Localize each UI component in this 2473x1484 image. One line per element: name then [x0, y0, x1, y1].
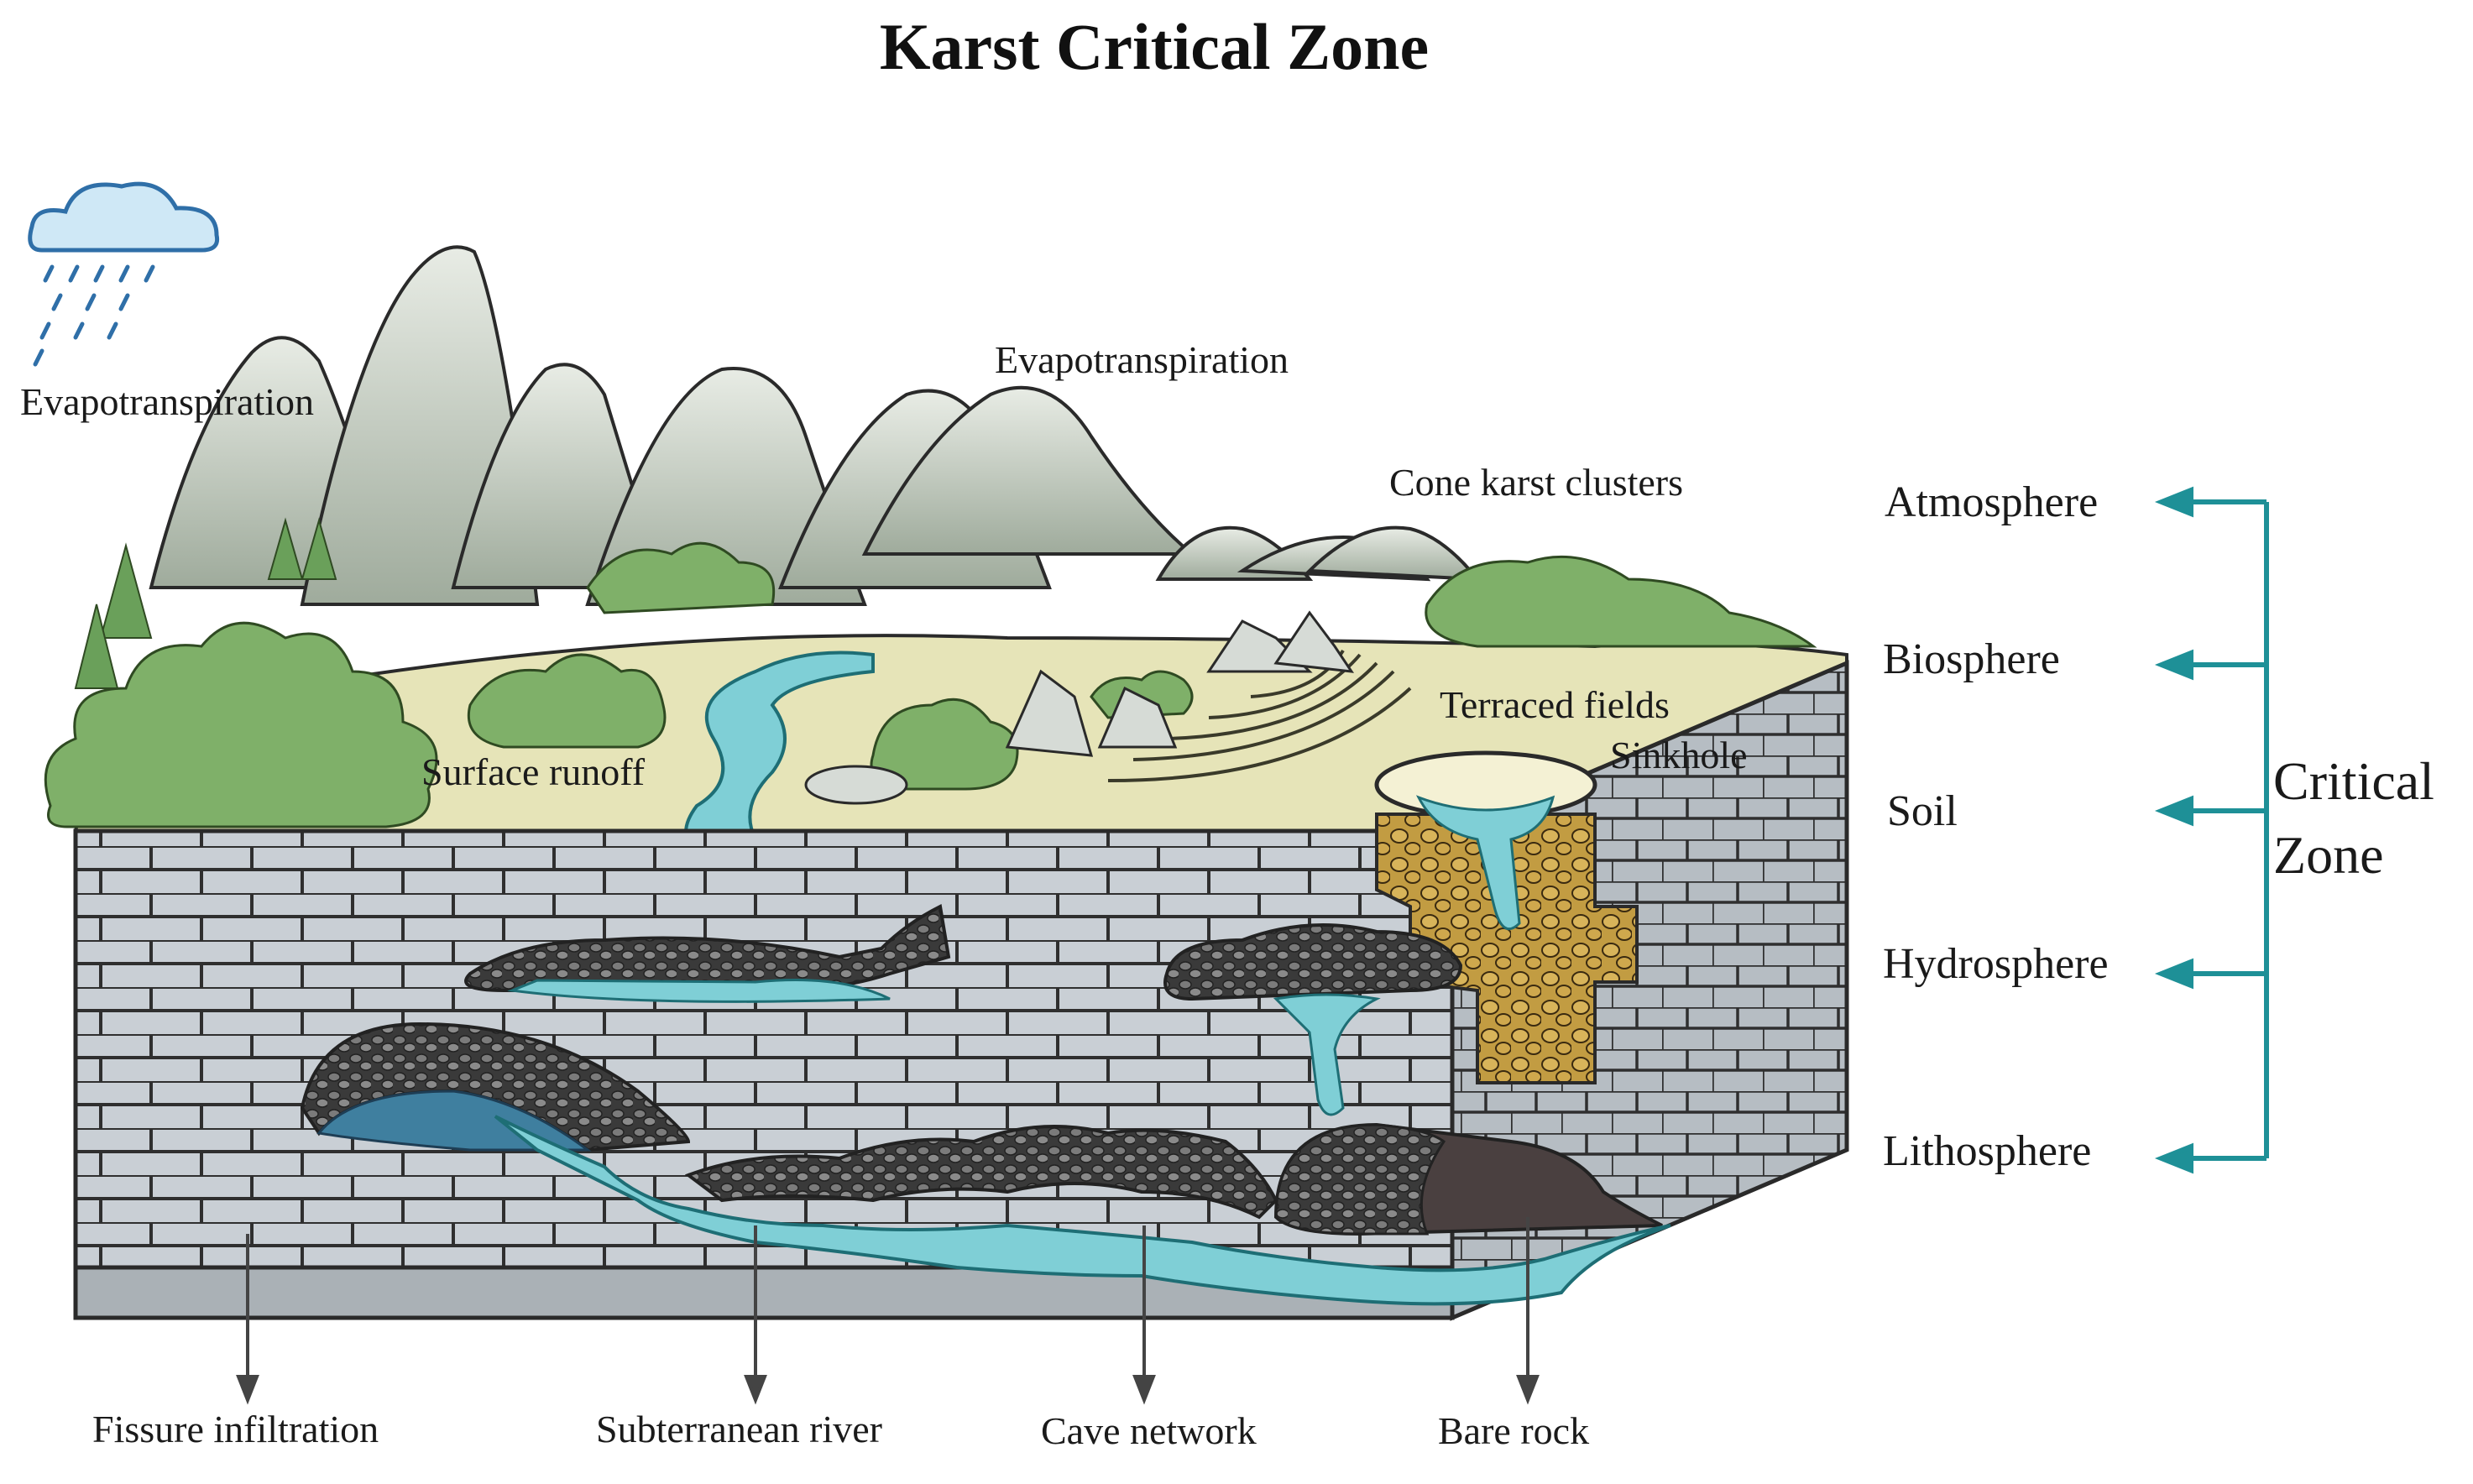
label-sinkhole: Sinkhole: [1610, 734, 1748, 776]
label-evapotranspiration-center: Evapotranspiration: [995, 338, 1289, 381]
label-terraced-fields: Terraced fields: [1440, 683, 1670, 726]
critical-zone-label-line1: Critical: [2273, 751, 2434, 811]
label-subterranean-river: Subterranean river: [596, 1408, 882, 1450]
sphere-label-hydrosphere: Hydrosphere: [1883, 940, 2109, 988]
rain-cloud-icon: [30, 184, 217, 364]
sphere-label-lithosphere: Lithosphere: [1883, 1127, 2091, 1175]
label-cave-network: Cave network: [1041, 1409, 1257, 1452]
sinkhole-opening: [1377, 753, 1595, 817]
sphere-label-atmosphere: Atmosphere: [1885, 478, 2098, 526]
diagram-title: Karst Critical Zone: [880, 10, 1429, 83]
critical-zone-label-line2: Zone: [2273, 825, 2384, 885]
label-evapotranspiration-left: Evapotranspiration: [20, 380, 314, 423]
critical-zone-bracket: [2162, 490, 2266, 1170]
sphere-label-biosphere: Biosphere: [1883, 635, 2060, 683]
label-cone-karst-clusters: Cone karst clusters: [1389, 461, 1683, 504]
label-bare-rock: Bare rock: [1438, 1409, 1589, 1452]
cone-karst-mountains: [151, 247, 1477, 604]
label-fissure-infiltration: Fissure infiltration: [92, 1408, 379, 1450]
label-surface-runoff: Surface runoff: [421, 750, 646, 793]
sphere-label-soil: Soil: [1887, 787, 1958, 835]
